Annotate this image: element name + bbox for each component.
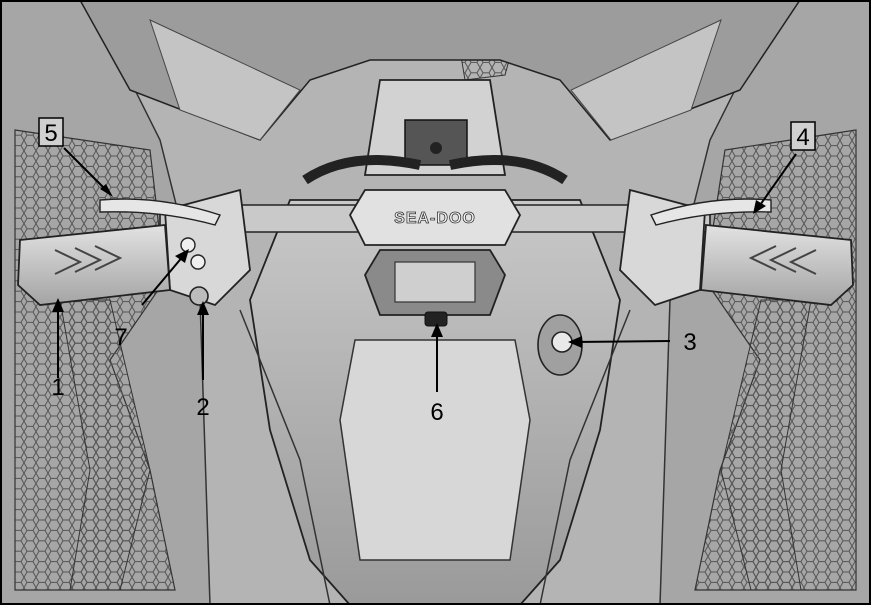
- start-stop-button: [190, 287, 208, 305]
- callout-text-6: 6: [430, 399, 443, 426]
- left-grip: [18, 225, 170, 305]
- callout-label-1: 1: [51, 374, 64, 401]
- column-bolt: [430, 142, 442, 154]
- left-middle-button: [191, 255, 205, 269]
- callout-text-7: 7: [114, 324, 127, 351]
- display-screen: [395, 262, 475, 302]
- callout-label-7: 7: [114, 324, 127, 351]
- brand-logo: SEA-DOO: [394, 210, 476, 227]
- callout-text-4: 4: [796, 124, 809, 151]
- leader-3: [574, 341, 670, 342]
- callout-label-6: 6: [430, 399, 443, 426]
- right-grip: [701, 225, 853, 305]
- callout-text-5: 5: [44, 120, 57, 147]
- reverse-indicator: [425, 312, 447, 326]
- callout-label-2: 2: [196, 394, 209, 421]
- callout-text-2: 2: [196, 394, 209, 421]
- callout-text-1: 1: [51, 374, 64, 401]
- callout-label-5: 5: [39, 118, 63, 147]
- callout-label-3: 3: [683, 329, 696, 356]
- callout-label-4: 4: [791, 122, 815, 151]
- console-lower-panel: [340, 340, 530, 560]
- callout-text-3: 3: [683, 329, 696, 356]
